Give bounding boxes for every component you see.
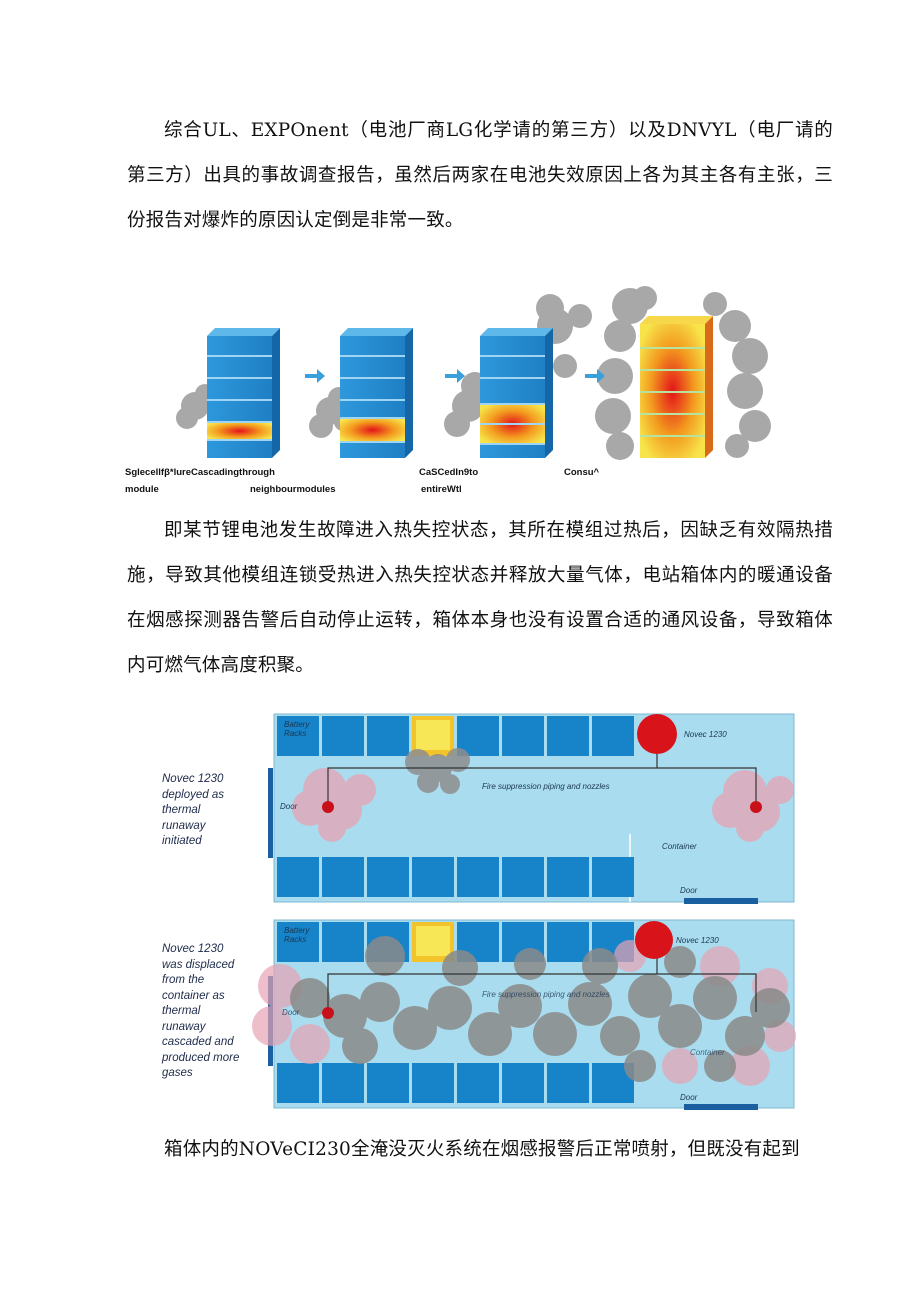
battery-racks-bottom	[277, 857, 634, 897]
caption-consumed: Consu^	[564, 467, 600, 478]
panel-2-side-label: Novec 1230 was displaced from the contai…	[162, 943, 240, 1079]
piping-label: Fire suppression piping and nozzles	[482, 782, 610, 791]
nozzle-right-icon	[750, 801, 762, 813]
module-stack-1	[207, 328, 280, 458]
piping	[327, 958, 757, 1012]
container-label: Container	[690, 1048, 725, 1057]
piping	[327, 752, 757, 806]
paragraph-2: 即某节锂电池发生故障进入热失控状态，其所在模组过热后，因缺乏有效隔热措施，导致其…	[127, 520, 833, 676]
arrow-1	[305, 369, 325, 383]
module-stack-2	[340, 328, 413, 458]
panel-1-side-label: Novec 1230 deployed as thermal runaway i…	[162, 773, 225, 847]
smoke-clouds	[290, 936, 790, 1082]
caption-neighbour-modules: neighbourmodules	[250, 484, 336, 495]
arrow-3	[585, 369, 605, 383]
smoke-clouds	[176, 286, 771, 460]
paragraph-1: 综合UL、EXPOnent（电池厂商LG化学请的第三方）以及DNVYL（电厂请的…	[127, 120, 833, 231]
battery-racks-label: Battery Racks	[284, 926, 310, 944]
container-diagram-displaced: Novec 1230 was displaced from the contai…	[160, 916, 796, 1110]
arrow-2	[445, 369, 465, 383]
container-diagram-deployed: Novec 1230 deployed as thermal runaway i…	[160, 710, 796, 904]
novec-label: Novec 1230	[676, 936, 719, 945]
battery-racks-bottom	[277, 1063, 634, 1103]
container-schematic	[268, 713, 795, 904]
caption-cascading: CaSCedIn9to	[419, 467, 479, 478]
door-left-label: Door	[282, 1008, 300, 1017]
nozzle-left-icon	[322, 801, 334, 813]
piping-label: Fire suppression piping and nozzles	[482, 990, 610, 999]
novec-tank-icon	[635, 921, 673, 959]
thermal-runaway-cascade-figure: Sglecellfβ*lureCascadingthrough module n…	[125, 286, 785, 498]
door-bottom-label: Door	[680, 1093, 698, 1102]
paragraph-3: 箱体内的NOVeCI230全淹没灭火系统在烟感报警后正常喷射，但既没有起到	[164, 1139, 800, 1160]
battery-racks-label: Battery Racks	[284, 720, 310, 738]
caption-entire-unit: entireWtl	[421, 484, 462, 495]
door-bottom-label: Door	[680, 886, 698, 895]
container-schematic	[252, 919, 796, 1110]
novec-tank-icon	[637, 714, 677, 754]
cascade-illustration	[176, 286, 771, 460]
nozzle-left-icon	[322, 1007, 334, 1019]
module-stack-3	[480, 328, 553, 458]
caption-module: module	[125, 484, 159, 495]
novec-label: Novec 1230	[684, 730, 727, 739]
container-label: Container	[662, 842, 697, 851]
pink-clouds	[252, 940, 796, 1086]
door-left-label: Door	[280, 802, 298, 811]
caption-single-cell-failure: Sglecellfβ*lureCascadingthrough	[125, 467, 275, 478]
module-stack-4	[640, 316, 713, 458]
